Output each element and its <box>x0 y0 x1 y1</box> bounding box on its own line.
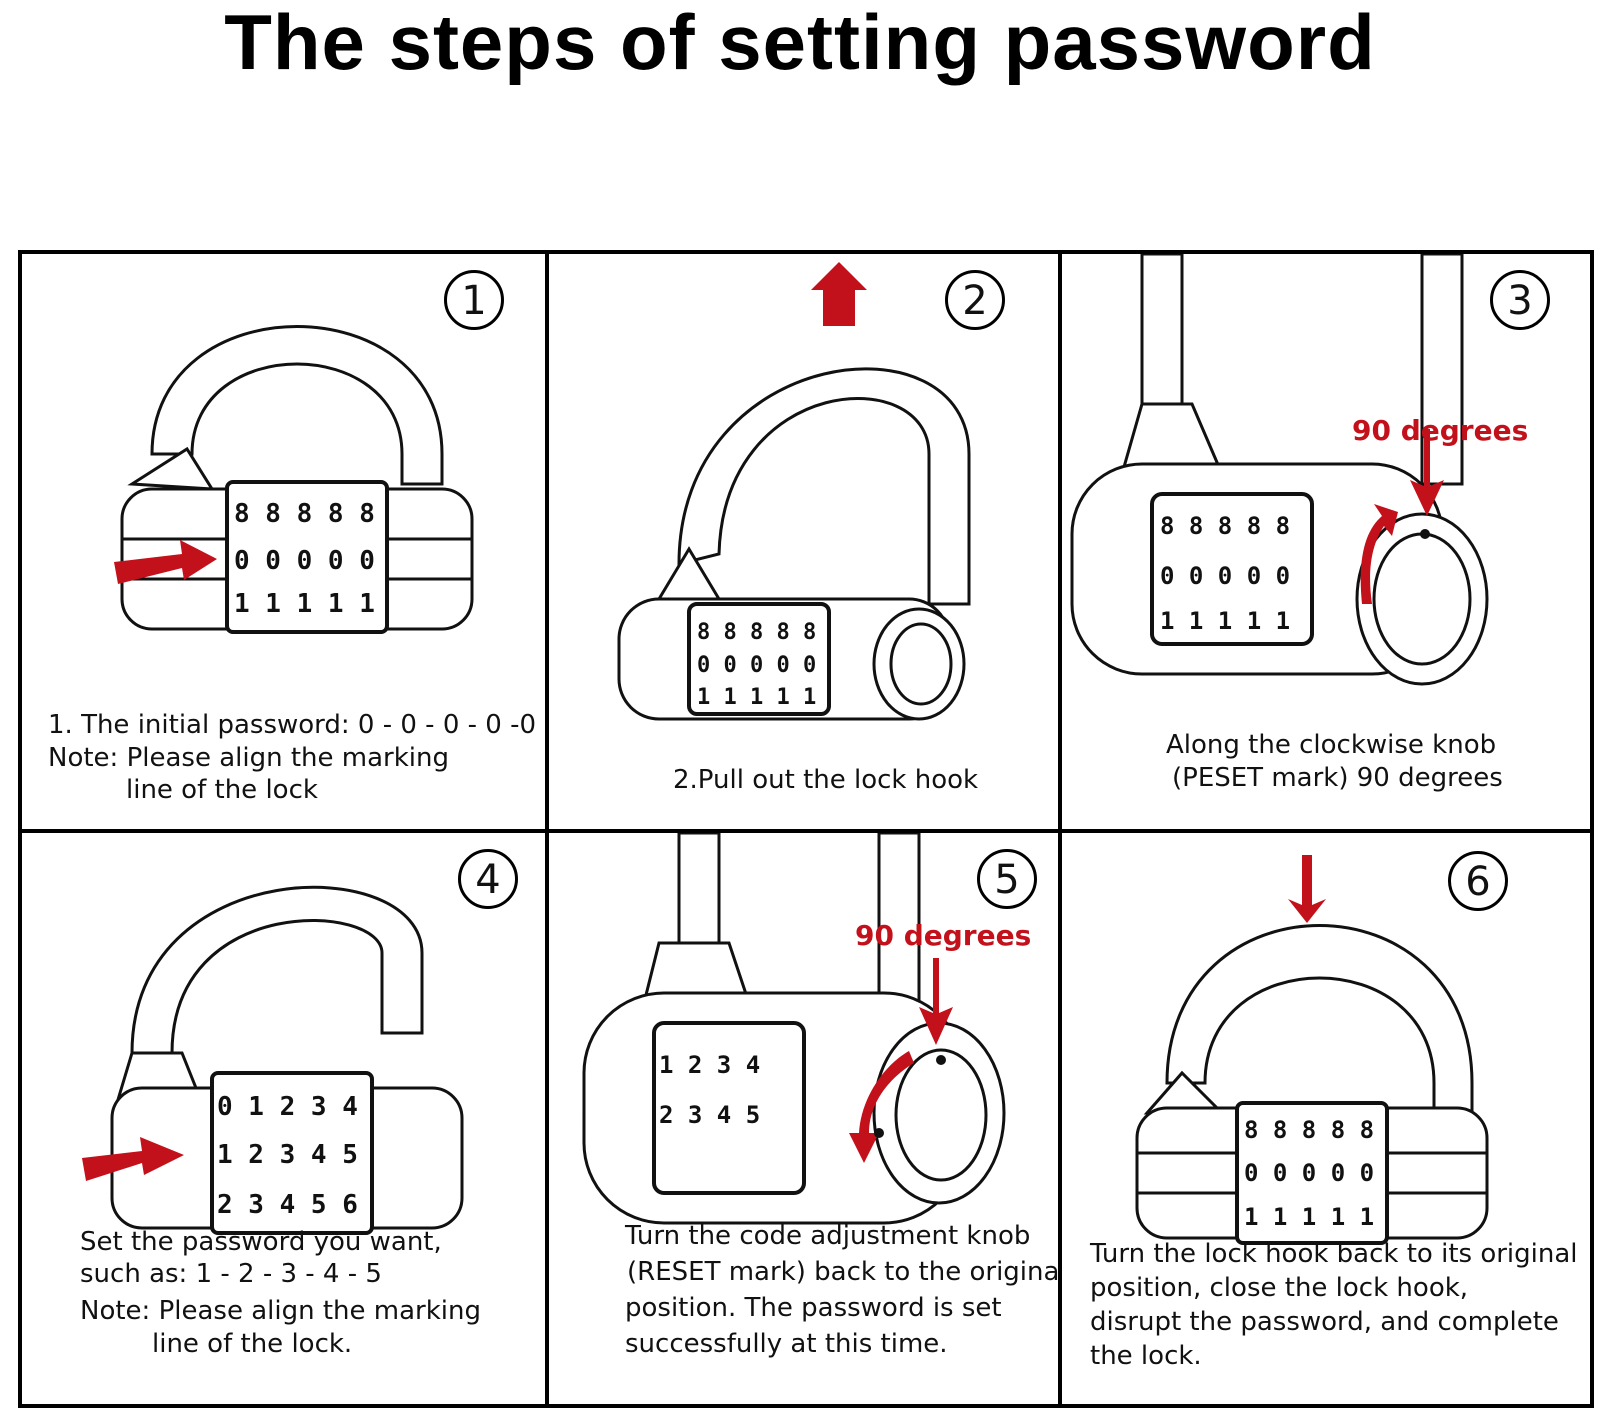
step-4-caption-line-4: line of the lock. <box>152 1329 353 1359</box>
svg-text:1 2 3 4 5: 1 2 3 4 5 <box>217 1140 358 1170</box>
arrow-down-icon <box>919 958 953 1045</box>
step-6-panel: 8 8 8 8 8 0 0 0 0 0 1 1 1 1 1 6 Turn the… <box>1062 833 1590 1404</box>
svg-text:8 8 8 8 8: 8 8 8 8 8 <box>697 620 816 645</box>
padlock-set-code-illustration: 0 1 2 3 4 1 2 3 4 5 2 3 4 5 6 <box>82 885 464 1235</box>
step-5-caption-line-3: position. The password is set <box>625 1293 1002 1323</box>
svg-text:8 8 8 8 8: 8 8 8 8 8 <box>1244 1116 1374 1144</box>
step-2-caption: 2.Pull out the lock hook <box>673 765 979 795</box>
step-number-badge: 1 <box>444 270 504 330</box>
padlock-closed-illustration: 8 8 8 8 8 0 0 0 0 0 1 1 1 1 1 <box>114 325 474 634</box>
padlock-locked-illustration: 8 8 8 8 8 0 0 0 0 0 1 1 1 1 1 <box>1135 855 1489 1245</box>
step-number-badge: 5 <box>977 849 1037 909</box>
step-3-panel: 8 8 8 8 8 0 0 0 0 0 1 1 1 1 1 3 90 degre… <box>1062 254 1590 829</box>
svg-text:0 0 0 0 0: 0 0 0 0 0 <box>234 546 375 576</box>
svg-text:8 8 8 8 8: 8 8 8 8 8 <box>234 499 375 529</box>
svg-text:2 3 4 5: 2 3 4 5 <box>659 1101 760 1129</box>
svg-text:1 1 1 1 1: 1 1 1 1 1 <box>1160 607 1290 635</box>
svg-text:1 1 1 1 1: 1 1 1 1 1 <box>234 589 375 619</box>
svg-text:8 8 8 8 8: 8 8 8 8 8 <box>1160 512 1290 540</box>
svg-text:0 1 2 3 4: 0 1 2 3 4 <box>217 1092 358 1122</box>
svg-text:1 1 1 1 1: 1 1 1 1 1 <box>697 685 816 710</box>
step-4-panel: 0 1 2 3 4 1 2 3 4 5 2 3 4 5 6 4 Set the … <box>22 833 545 1404</box>
arrow-right-icon <box>114 540 217 584</box>
step-5-caption-line-1: Turn the code adjustment knob <box>625 1221 1031 1251</box>
step-6-caption-line-4: the lock. <box>1090 1341 1202 1371</box>
step-1-panel: 8 8 8 8 8 0 0 0 0 0 1 1 1 1 1 1 1. The i… <box>22 254 545 829</box>
arrow-down-icon <box>1410 429 1444 516</box>
step-1-caption-line-2: Note: Please align the marking <box>48 743 449 773</box>
step-4-caption-line-3: Note: Please align the marking <box>80 1296 481 1326</box>
arrow-right-icon <box>82 1137 184 1181</box>
rotate-arrow-icon <box>1360 504 1398 604</box>
step-4-caption-line-1: Set the password you want, <box>80 1227 442 1257</box>
degrees-callout: 90 degrees <box>1352 414 1529 447</box>
padlock-reset-knob-illustration: 1 2 3 4 2 3 4 5 <box>582 833 1006 1225</box>
step-1-caption-line-3: line of the lock <box>126 775 318 805</box>
step-6-caption-line-3: disrupt the password, and complete <box>1090 1307 1559 1337</box>
arrow-down-icon <box>1288 855 1326 923</box>
step-3-caption-line-1: Along the clockwise knob <box>1166 730 1497 760</box>
padlock-open-illustration: 8 8 8 8 8 0 0 0 0 0 1 1 1 1 1 <box>617 262 971 721</box>
svg-text:0 0 0 0 0: 0 0 0 0 0 <box>1244 1159 1374 1187</box>
step-5-panel: 1 2 3 4 2 3 4 5 5 90 degrees Turn the co… <box>549 833 1058 1404</box>
degrees-callout: 90 degrees <box>855 919 1032 952</box>
padlock-knob-turn-illustration: 8 8 8 8 8 0 0 0 0 0 1 1 1 1 1 <box>1070 254 1489 686</box>
step-5-caption-line-4: successfully at this time. <box>625 1329 948 1359</box>
svg-text:1 1 1 1 1: 1 1 1 1 1 <box>1244 1203 1374 1231</box>
step-6-caption-line-1: Turn the lock hook back to its original <box>1090 1239 1578 1269</box>
rotate-arrow-icon <box>849 1051 914 1163</box>
step-number-badge: 6 <box>1448 851 1508 911</box>
step-2-panel: 8 8 8 8 8 0 0 0 0 0 1 1 1 1 1 2 2.Pull o… <box>549 254 1058 829</box>
svg-text:0 0 0 0 0: 0 0 0 0 0 <box>697 653 816 678</box>
svg-text:0 0 0 0 0: 0 0 0 0 0 <box>1160 562 1290 590</box>
page-title: The steps of setting password <box>224 0 1376 86</box>
step-3-caption-line-2: (PESET mark) 90 degrees <box>1172 763 1503 793</box>
svg-text:2 3 4 5 6: 2 3 4 5 6 <box>217 1190 358 1220</box>
step-1-caption-line-1: 1. The initial password: 0 - 0 - 0 - 0 -… <box>48 710 537 740</box>
step-number-badge: 3 <box>1490 270 1550 330</box>
step-4-caption-line-2: such as: 1 - 2 - 3 - 4 - 5 <box>80 1259 382 1289</box>
svg-text:1 2 3 4: 1 2 3 4 <box>659 1051 760 1079</box>
step-6-caption-line-2: position, close the lock hook, <box>1090 1273 1469 1303</box>
step-number-badge: 4 <box>458 849 518 909</box>
grid-divider <box>18 829 1594 833</box>
arrow-up-icon <box>811 262 867 326</box>
step-number-badge: 2 <box>945 270 1005 330</box>
step-5-caption-line-2: (RESET mark) back to the original <box>627 1257 1058 1287</box>
